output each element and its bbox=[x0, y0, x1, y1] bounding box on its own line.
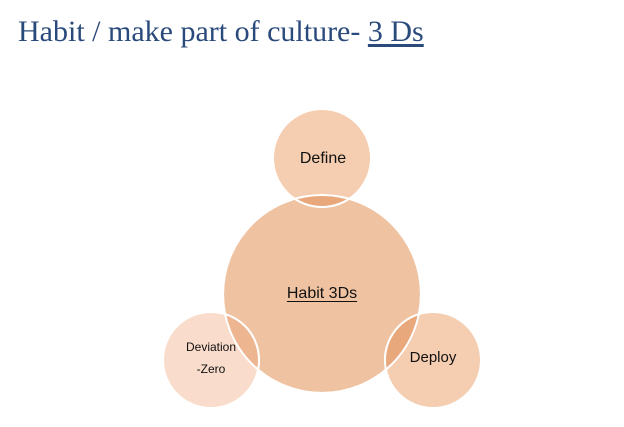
deviation-label-line-2: -Zero bbox=[196, 362, 226, 376]
slide-title: Habit / make part of culture- 3 Ds bbox=[18, 12, 424, 52]
title-emphasis: 3 Ds bbox=[367, 15, 424, 48]
title-text: Habit / make part of culture- bbox=[18, 15, 368, 48]
define-overlap bbox=[272, 195, 372, 208]
center-outline bbox=[222, 194, 422, 394]
center-label: Habit 3Ds bbox=[286, 285, 358, 302]
deviation-label-line-1: Deviation bbox=[185, 340, 237, 354]
deploy-label: Deploy bbox=[409, 349, 457, 366]
define-label: Define bbox=[299, 150, 347, 167]
